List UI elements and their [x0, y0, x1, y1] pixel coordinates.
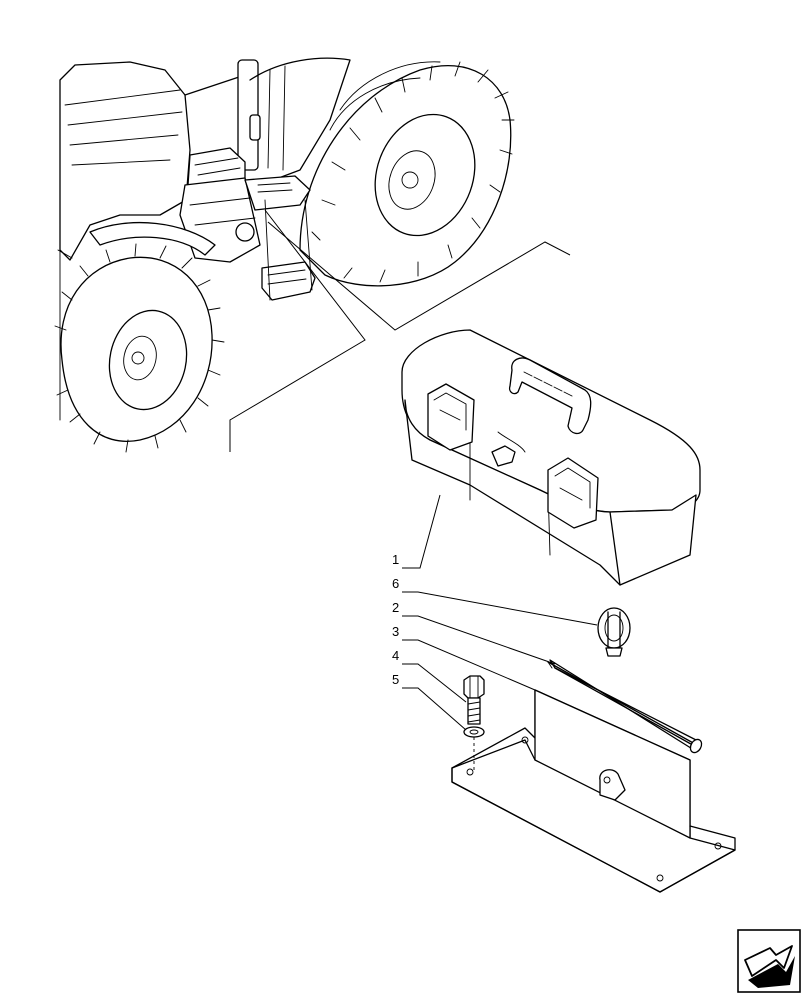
- toolbox: [401, 329, 701, 586]
- callout-6: 6: [392, 576, 399, 591]
- callout-1: 1: [392, 552, 399, 567]
- leader-lines: [402, 494, 598, 731]
- tractor-overview: [54, 57, 515, 453]
- washer: [463, 726, 485, 738]
- front-fender: [89, 222, 216, 256]
- callout-2: 2: [392, 600, 399, 615]
- arrow-nav-icon[interactable]: [737, 929, 801, 993]
- rod: [547, 659, 703, 754]
- rear-wheel: [299, 61, 515, 287]
- view-bracket: [229, 209, 571, 452]
- lynch-pin: [597, 607, 631, 657]
- callout-3: 3: [392, 624, 399, 639]
- mounting-bracket: [451, 689, 736, 893]
- callout-5: 5: [392, 672, 399, 687]
- bolt: [463, 675, 485, 725]
- callout-4: 4: [392, 648, 399, 663]
- mounted-toolbox: [179, 147, 316, 301]
- front-wheel: [54, 243, 225, 453]
